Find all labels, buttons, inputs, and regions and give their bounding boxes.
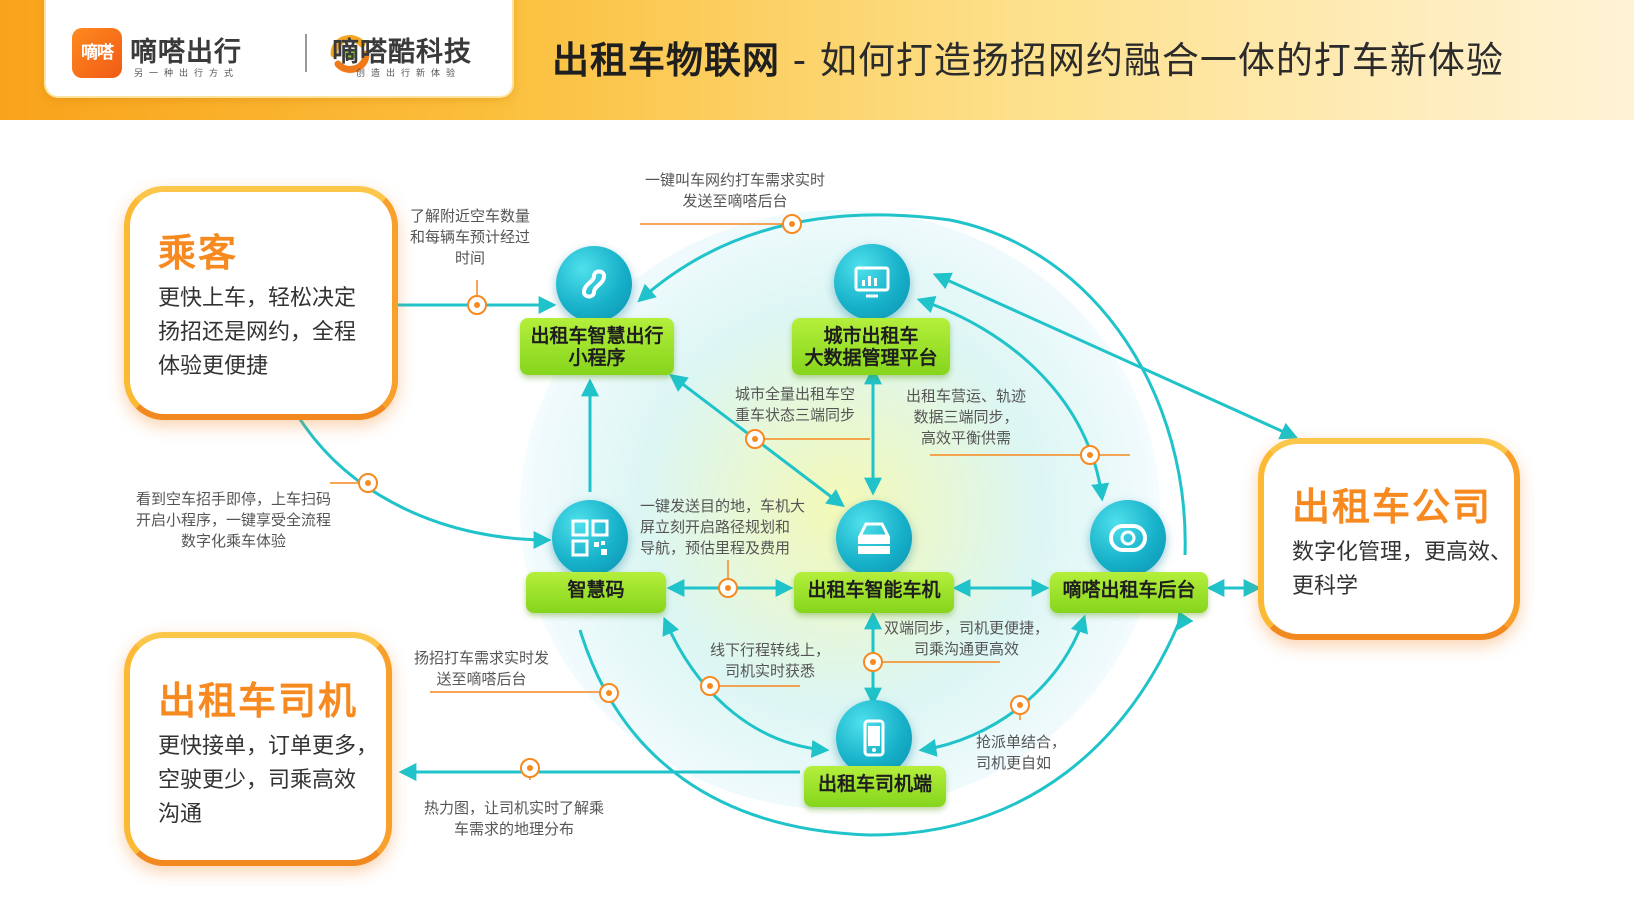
passenger-desc-line: 扬招还是网约，全程 <box>158 320 357 345</box>
driverapp-label-line: 出租车司机端 <box>817 773 932 795</box>
passenger-desc: 更快上车，轻松决定 扬招还是网约，全程 体验更便捷 <box>158 282 356 384</box>
note-line: 车需求的地理分布 <box>454 820 575 838</box>
note-line: 线下行程转线上， <box>710 641 831 659</box>
bigdata-label-line: 大数据管理平台 <box>804 347 938 369</box>
note-scan: 看到空车招手即停，上车扫码 开启小程序，一键享受全流程 数字化乘车体验 <box>136 489 331 552</box>
note-line: 热力图，让司机实时了解乘 <box>424 799 605 817</box>
note-dual-sync: 双端同步，司机更便捷， 司乘沟通更高效 <box>884 618 1049 660</box>
note-line: 一键发送目的地，车机大 <box>640 497 806 515</box>
header-banner: 嘀嗒 嘀嗒出行 另一种出行方式 嘀嗒酷科技 创造出行新体验 出租车物联网 - 如… <box>0 0 1634 120</box>
note-line: 扬招打车需求实时发 <box>414 649 550 667</box>
passenger-desc-line: 更快上车，轻松决定 <box>158 286 357 311</box>
company-desc-line: 数字化管理，更高效、 <box>1292 540 1513 565</box>
driverapp-label: 出租车司机端 <box>804 766 946 807</box>
driver-desc-line: 更快接单，订单更多， <box>158 734 379 759</box>
logo1-tagline: 另一种出行方式 <box>134 69 240 79</box>
note-line: 重车状态三端同步 <box>735 406 856 424</box>
note-line: 一键叫车网约打车需求实时 <box>645 171 826 189</box>
phone-icon <box>836 700 912 776</box>
arrow-bigdata-company <box>932 272 1299 440</box>
note-line: 看到空车招手即停，上车扫码 <box>136 490 332 508</box>
logo1-name: 嘀嗒出行 <box>130 37 242 68</box>
note-line: 城市全量出租车空 <box>735 385 856 403</box>
note-line: 出租车营运、轨迹 <box>906 387 1027 405</box>
logo-divider <box>305 34 307 72</box>
note-line: 和每辆车预计经过 <box>410 228 531 246</box>
logo2-tagline: 创造出行新体验 <box>356 69 462 79</box>
outer-loop-bottom <box>578 619 1182 837</box>
didi-backend-icon <box>1090 500 1166 576</box>
qrcode-label-line: 智慧码 <box>567 579 625 601</box>
note-top: 一键叫车网约打车需求实时 发送至嘀嗒后台 <box>645 170 825 212</box>
note-line: 发送至嘀嗒后台 <box>682 192 788 210</box>
note-line: 数据三端同步， <box>913 408 1019 426</box>
note-line: 司机实时获悉 <box>725 662 816 680</box>
page-title: 出租车物联网 - 如何打造扬招网约融合一体的打车新体验 <box>552 30 1504 84</box>
company-desc-line: 更科学 <box>1292 574 1359 599</box>
note-sync-supply: 出租车营运、轨迹 数据三端同步， 高效平衡供需 <box>906 386 1026 449</box>
monitor-chart-icon <box>834 244 910 320</box>
note-city-status: 城市全量出租车空 重车状态三端同步 <box>735 384 855 426</box>
qr-code-icon <box>552 500 628 576</box>
qrcode-label: 智慧码 <box>526 572 666 613</box>
miniapp-label-line: 小程序 <box>568 347 626 369</box>
passenger-card: 乘客 更快上车，轻松决定 扬招还是网约，全程 体验更便捷 <box>124 186 398 420</box>
logo2-name: 嘀嗒酷科技 <box>332 37 472 68</box>
note-line: 双端同步，司机更便捷， <box>884 619 1050 637</box>
note-line: 导航，预估里程及费用 <box>640 539 791 557</box>
driver-card: 出租车司机 更快接单，订单更多， 空驶更少，司乘高效 沟通 <box>124 632 392 866</box>
logo-panel: 嘀嗒 嘀嗒出行 另一种出行方式 嘀嗒酷科技 创造出行新体验 <box>44 0 514 98</box>
note-line: 了解附近空车数量 <box>410 207 531 225</box>
driver-title: 出租车司机 <box>158 679 359 723</box>
note-heatmap: 热力图，让司机实时了解乘 车需求的地理分布 <box>424 798 604 840</box>
note-line: 屏立刻开启路径规划和 <box>640 518 791 536</box>
terminal-label-line: 出租车智能车机 <box>807 579 941 601</box>
miniprogram-icon <box>556 246 632 322</box>
arrow-passenger-qr <box>294 412 552 549</box>
note-nearby: 了解附近空车数量 和每辆车预计经过 时间 <box>410 206 530 269</box>
note-line: 送至嘀嗒后台 <box>436 670 527 688</box>
car-terminal-icon <box>836 500 912 576</box>
miniapp-label-line: 出租车智慧出行 <box>530 325 664 347</box>
miniapp-label: 出租车智慧出行 小程序 <box>520 318 674 375</box>
bigdata-label-line: 城市出租车 <box>823 325 919 347</box>
note-line: 司机更自如 <box>976 754 1052 772</box>
driver-desc: 更快接单，订单更多， 空驶更少，司乘高效 沟通 <box>158 730 378 832</box>
backend-label: 嘀嗒出租车后台 <box>1050 572 1208 613</box>
note-line: 高效平衡供需 <box>921 429 1012 447</box>
passenger-title: 乘客 <box>158 231 239 275</box>
dida-logo-icon: 嘀嗒 <box>72 28 122 78</box>
note-line: 抢派单结合， <box>976 733 1067 751</box>
note-offline: 线下行程转线上， 司机实时获悉 <box>710 640 830 682</box>
backend-label-line: 嘀嗒出租车后台 <box>1062 579 1196 601</box>
note-line: 司乘沟通更高效 <box>914 640 1020 658</box>
title-bold: 出租车物联网 <box>552 39 780 82</box>
title-rest: - 如何打造扬招网约融合一体的打车新体验 <box>780 39 1504 82</box>
company-desc: 数字化管理，更高效、 更科学 <box>1292 536 1512 604</box>
note-line: 开启小程序，一键享受全流程 <box>136 511 332 529</box>
note-line: 数字化乘车体验 <box>181 532 287 550</box>
company-card: 出租车公司 数字化管理，更高效、 更科学 <box>1258 438 1520 640</box>
note-wave-send: 扬招打车需求实时发 送至嘀嗒后台 <box>414 648 549 690</box>
bigdata-label: 城市出租车 大数据管理平台 <box>792 318 950 375</box>
company-title: 出租车公司 <box>1292 485 1493 529</box>
note-destination: 一键发送目的地，车机大 屏立刻开启路径规划和 导航，预估里程及费用 <box>640 496 805 559</box>
driver-desc-line: 空驶更少，司乘高效 <box>158 768 357 793</box>
arrow-qr-driverapp <box>662 616 830 758</box>
note-dispatch: 抢派单结合， 司机更自如 <box>976 732 1066 774</box>
passenger-desc-line: 体验更便捷 <box>158 354 269 379</box>
driver-desc-line: 沟通 <box>158 802 203 827</box>
terminal-label: 出租车智能车机 <box>794 572 954 613</box>
note-line: 时间 <box>455 249 486 267</box>
dida-ku-logo-icon <box>330 35 370 73</box>
